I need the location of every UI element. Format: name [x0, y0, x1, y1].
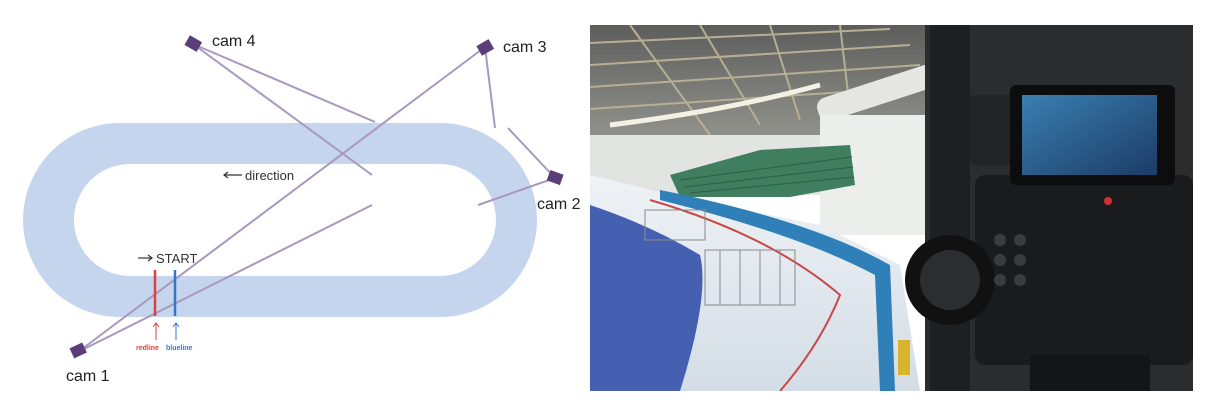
camera-setup-diagram: START direction redline blueline cam 1 c…: [23, 33, 581, 385]
tripod-head: [1030, 355, 1150, 391]
padded-barrier: [660, 190, 895, 391]
cam4-marker: [184, 35, 203, 52]
cam2-sight-line-b: [477, 177, 556, 206]
cam3-label: cam 3: [503, 39, 547, 56]
direction-label: direction: [245, 168, 294, 183]
camera-sight-lines: [77, 43, 556, 353]
arena-light-strip: [609, 82, 821, 128]
ventilation-duct: [817, 63, 943, 121]
cam2-marker: [546, 169, 564, 186]
person-in-yellow: [898, 340, 910, 375]
start-label: START: [156, 251, 197, 266]
record-light-icon: [1104, 197, 1112, 205]
start-arrow-icon: [138, 254, 153, 262]
camera-lcd-screen: [1022, 95, 1157, 175]
cam2-sight-line-a: [507, 127, 556, 179]
cam4-label: cam 4: [212, 33, 256, 50]
redline-label: redline: [136, 345, 159, 352]
video-camera-body: [975, 175, 1193, 365]
cam1-label: cam 1: [66, 368, 110, 385]
cam4-sight-line-b: [192, 43, 376, 123]
blue-inner-track: [590, 205, 703, 391]
seating-rows: [679, 156, 855, 194]
camera-buttons: [994, 234, 1026, 286]
red-track-line: [649, 199, 842, 391]
cam1-sight-line-b: [77, 46, 486, 353]
cam2-label: cam 2: [537, 196, 581, 213]
direction-arrow-icon: [223, 171, 242, 179]
cam3-marker: [476, 39, 495, 56]
cam3-sight-line: [484, 46, 496, 129]
camera-lens-inner: [920, 250, 980, 310]
camera-at-speed-skating-rink-photo: [590, 25, 1193, 391]
timing-gates: [644, 209, 796, 306]
blueline-pointer-icon: [172, 322, 180, 340]
redline-pointer-icon: [152, 322, 160, 340]
pillar: [930, 25, 970, 391]
cam4-sight-line-a: [192, 43, 373, 176]
cam1-sight-line-a: [77, 204, 373, 353]
cam1-marker: [69, 342, 87, 359]
green-seating: [670, 145, 855, 197]
oval-track: [23, 123, 537, 317]
blueline-label: blueline: [166, 345, 193, 352]
roof-truss-lines: [590, 25, 921, 136]
